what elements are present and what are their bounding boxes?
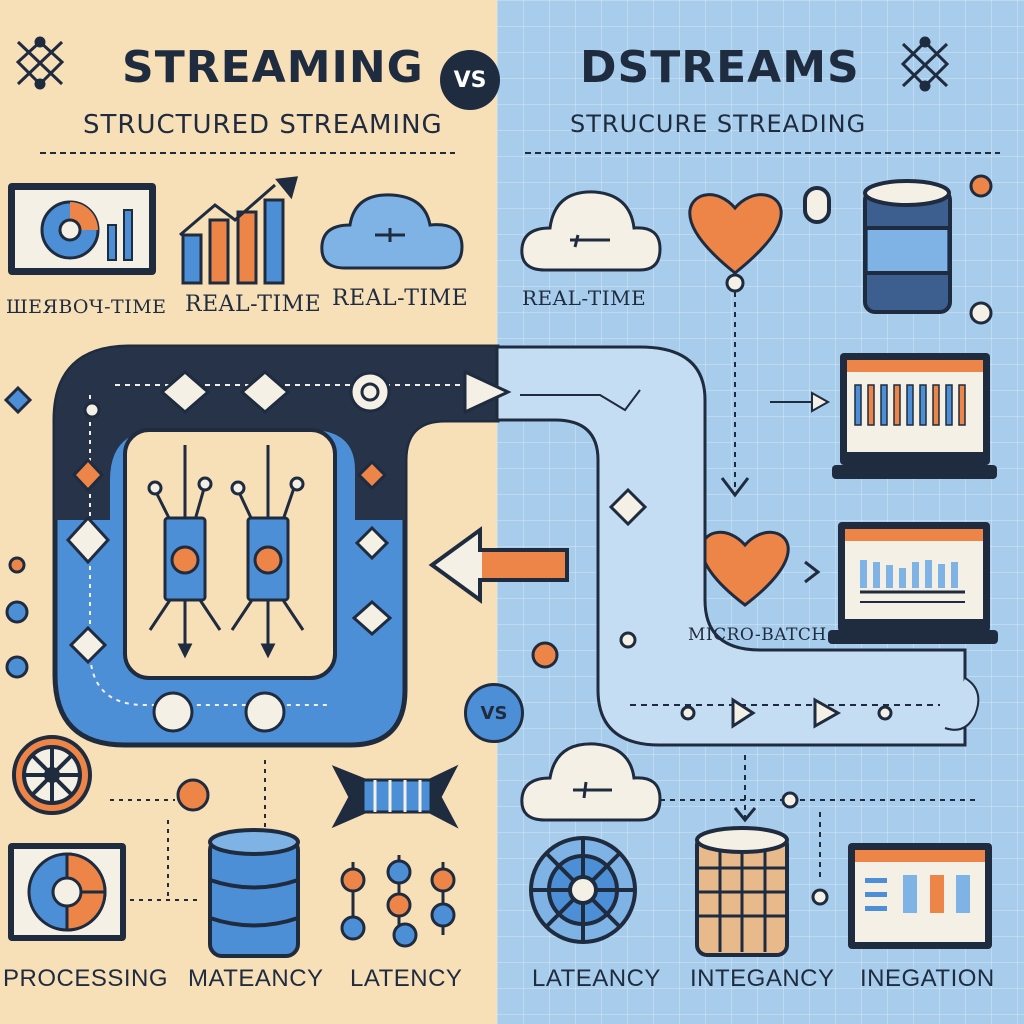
micro-batch-label: MICRO-BATCH bbox=[688, 625, 827, 645]
vs-badge: VS bbox=[440, 50, 500, 110]
gear-icon bbox=[12, 735, 92, 815]
bottom-label-lateancy: LATEANCY bbox=[532, 965, 661, 992]
flow-node bbox=[531, 487, 893, 729]
monitor-icon bbox=[828, 522, 998, 644]
left-label-1: ШЕЯВОЧ-TIME bbox=[6, 296, 167, 318]
database-icon bbox=[695, 826, 789, 957]
database-icon bbox=[208, 828, 300, 958]
arrow-icon bbox=[428, 526, 569, 604]
compass-icon bbox=[529, 836, 637, 944]
node-graph-icon bbox=[340, 855, 456, 948]
left-label-2: REAL-TIME bbox=[185, 292, 322, 317]
dashboard-icon bbox=[8, 183, 156, 275]
left-title: STREAMING bbox=[122, 42, 424, 93]
side-markers bbox=[3, 385, 210, 812]
cloud-icon bbox=[320, 193, 464, 270]
left-subtitle: STRUCTURED STREAMING bbox=[83, 110, 443, 140]
bottom-label-integancy: INTEGANCY bbox=[690, 965, 835, 992]
bottom-label-mateancy: MATEANCY bbox=[188, 965, 324, 992]
center-label: REAL-TIME bbox=[332, 286, 469, 311]
flow-node bbox=[65, 369, 512, 733]
filter-icon bbox=[331, 764, 459, 829]
bottom-label-inegation: INEGATION bbox=[860, 965, 995, 992]
flow-track bbox=[495, 345, 980, 747]
right-subtitle: STRUCURE STREADING bbox=[570, 110, 867, 138]
monitor-icon bbox=[832, 353, 997, 479]
network-icon bbox=[15, 36, 65, 90]
vs-badge-small: VS bbox=[464, 683, 524, 743]
bottom-label-processing: PROCESSING bbox=[3, 965, 169, 992]
monitor-icon bbox=[848, 843, 992, 949]
bottom-label-latency: LATENCY bbox=[350, 965, 463, 992]
node-graph-icon bbox=[147, 445, 305, 659]
cloud-icon bbox=[520, 742, 662, 822]
heart-icon bbox=[700, 530, 790, 607]
pie-chart-icon bbox=[8, 843, 126, 941]
cloud-icon bbox=[520, 190, 662, 272]
right-title: DSTREAMS bbox=[580, 42, 860, 93]
database-icon bbox=[863, 179, 952, 314]
bar-chart-icon bbox=[179, 176, 299, 285]
network-icon bbox=[900, 36, 950, 92]
toggle-icon bbox=[803, 186, 831, 224]
right-label: REAL-TIME bbox=[522, 286, 647, 310]
heart-icon bbox=[688, 193, 783, 498]
